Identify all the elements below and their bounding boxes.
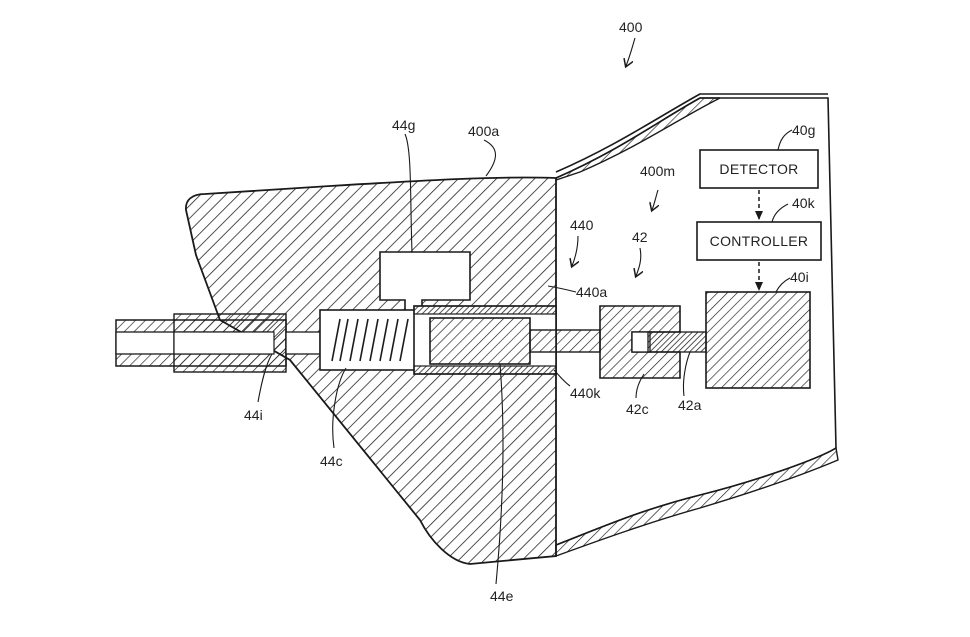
ref-arrow-42: [636, 247, 641, 276]
controller-label: CONTROLLER: [710, 233, 809, 249]
housing-inner-wall: [555, 93, 828, 173]
leader-42c: [635, 373, 645, 399]
leader-44g: [404, 133, 413, 253]
detector-box: [699, 149, 819, 189]
leader-40g: [777, 129, 793, 151]
label-42c: 42c: [626, 401, 649, 417]
shaft-42a: [631, 331, 651, 353]
ref-arrow-400m: [652, 189, 658, 210]
label-440: 440: [570, 217, 594, 233]
leader-440k: [553, 369, 571, 387]
ref-arrow-440: [572, 235, 578, 266]
label-44g: 44g: [392, 117, 415, 133]
ref-arrow-400: [626, 37, 636, 66]
shaft-dense: [647, 331, 707, 353]
leader-440a: [547, 285, 577, 293]
leader-44c: [332, 367, 347, 449]
label-400: 400: [619, 19, 643, 35]
leader-44i: [257, 353, 273, 403]
label-440a: 440a: [576, 284, 607, 300]
controller-box: [696, 221, 822, 261]
leader-40i: [775, 277, 791, 293]
label-40k: 40k: [792, 195, 816, 211]
spring: [331, 318, 409, 362]
leader-400a: [483, 139, 497, 177]
label-44e: 44e: [490, 588, 514, 604]
leader-40k: [771, 203, 789, 223]
label-44c: 44c: [320, 453, 343, 469]
tube-collar-bore: [173, 331, 275, 355]
leader-44e: [495, 363, 504, 585]
label-400m: 400m: [640, 163, 675, 179]
label-440k: 440k: [570, 385, 601, 401]
housing-skin-bottom: [555, 446, 839, 557]
housing-skin-top: [555, 97, 721, 181]
piston-44e: [429, 317, 531, 365]
label-400a: 400a: [468, 123, 499, 139]
label-40i: 40i: [790, 269, 809, 285]
bore-liner-bottom: [413, 365, 557, 375]
passage: [285, 331, 321, 355]
label-42a: 42a: [678, 397, 702, 413]
piston-rod: [529, 329, 601, 353]
leader-42a: [682, 351, 691, 397]
bore-liner-top: [413, 305, 557, 315]
actuator-40i: [705, 291, 811, 389]
label-42: 42: [632, 229, 648, 245]
label-44i: 44i: [244, 407, 263, 423]
label-40g: 40g: [792, 122, 815, 138]
detector-label: DETECTOR: [719, 161, 798, 177]
